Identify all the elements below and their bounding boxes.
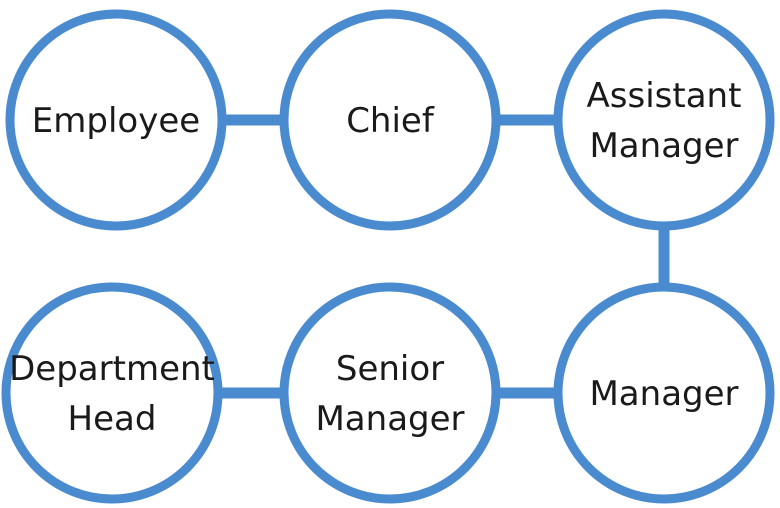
connector-employee-to-chief	[116, 114, 390, 126]
connector-manager-to-senior-manager	[390, 387, 664, 399]
node-label-department-head-line-2: Head	[68, 399, 157, 439]
node-label-senior-manager-line-2: Manager	[315, 399, 464, 439]
node-label-senior-manager-line-1: Senior	[336, 349, 444, 389]
node-employee: Employee	[5, 9, 227, 231]
node-circle-senior-manager	[279, 282, 501, 504]
node-manager: Manager	[553, 282, 775, 504]
node-label-chief-line-1: Chief	[346, 101, 435, 141]
node-label-manager-line-1: Manager	[589, 374, 738, 414]
node-circle-manager	[553, 282, 775, 504]
node-chief: Chief	[279, 9, 501, 231]
connector-chief-to-assistant-manager	[390, 114, 664, 126]
connector-assistant-manager-to-manager	[658, 120, 670, 393]
connectors	[112, 114, 670, 399]
node-circle-department-head	[1, 282, 223, 504]
node-label-employee-line-1: Employee	[32, 101, 200, 141]
connector-senior-manager-to-department-head	[112, 387, 390, 399]
node-circle-chief	[279, 9, 501, 231]
node-label-assistant-manager-line-2: Manager	[589, 126, 738, 166]
node-label-assistant-manager-line-1: Assistant	[587, 76, 742, 116]
node-label-department-head-line-1: Department	[9, 349, 215, 389]
node-circle-employee	[5, 9, 227, 231]
node-circle-assistant-manager	[553, 9, 775, 231]
